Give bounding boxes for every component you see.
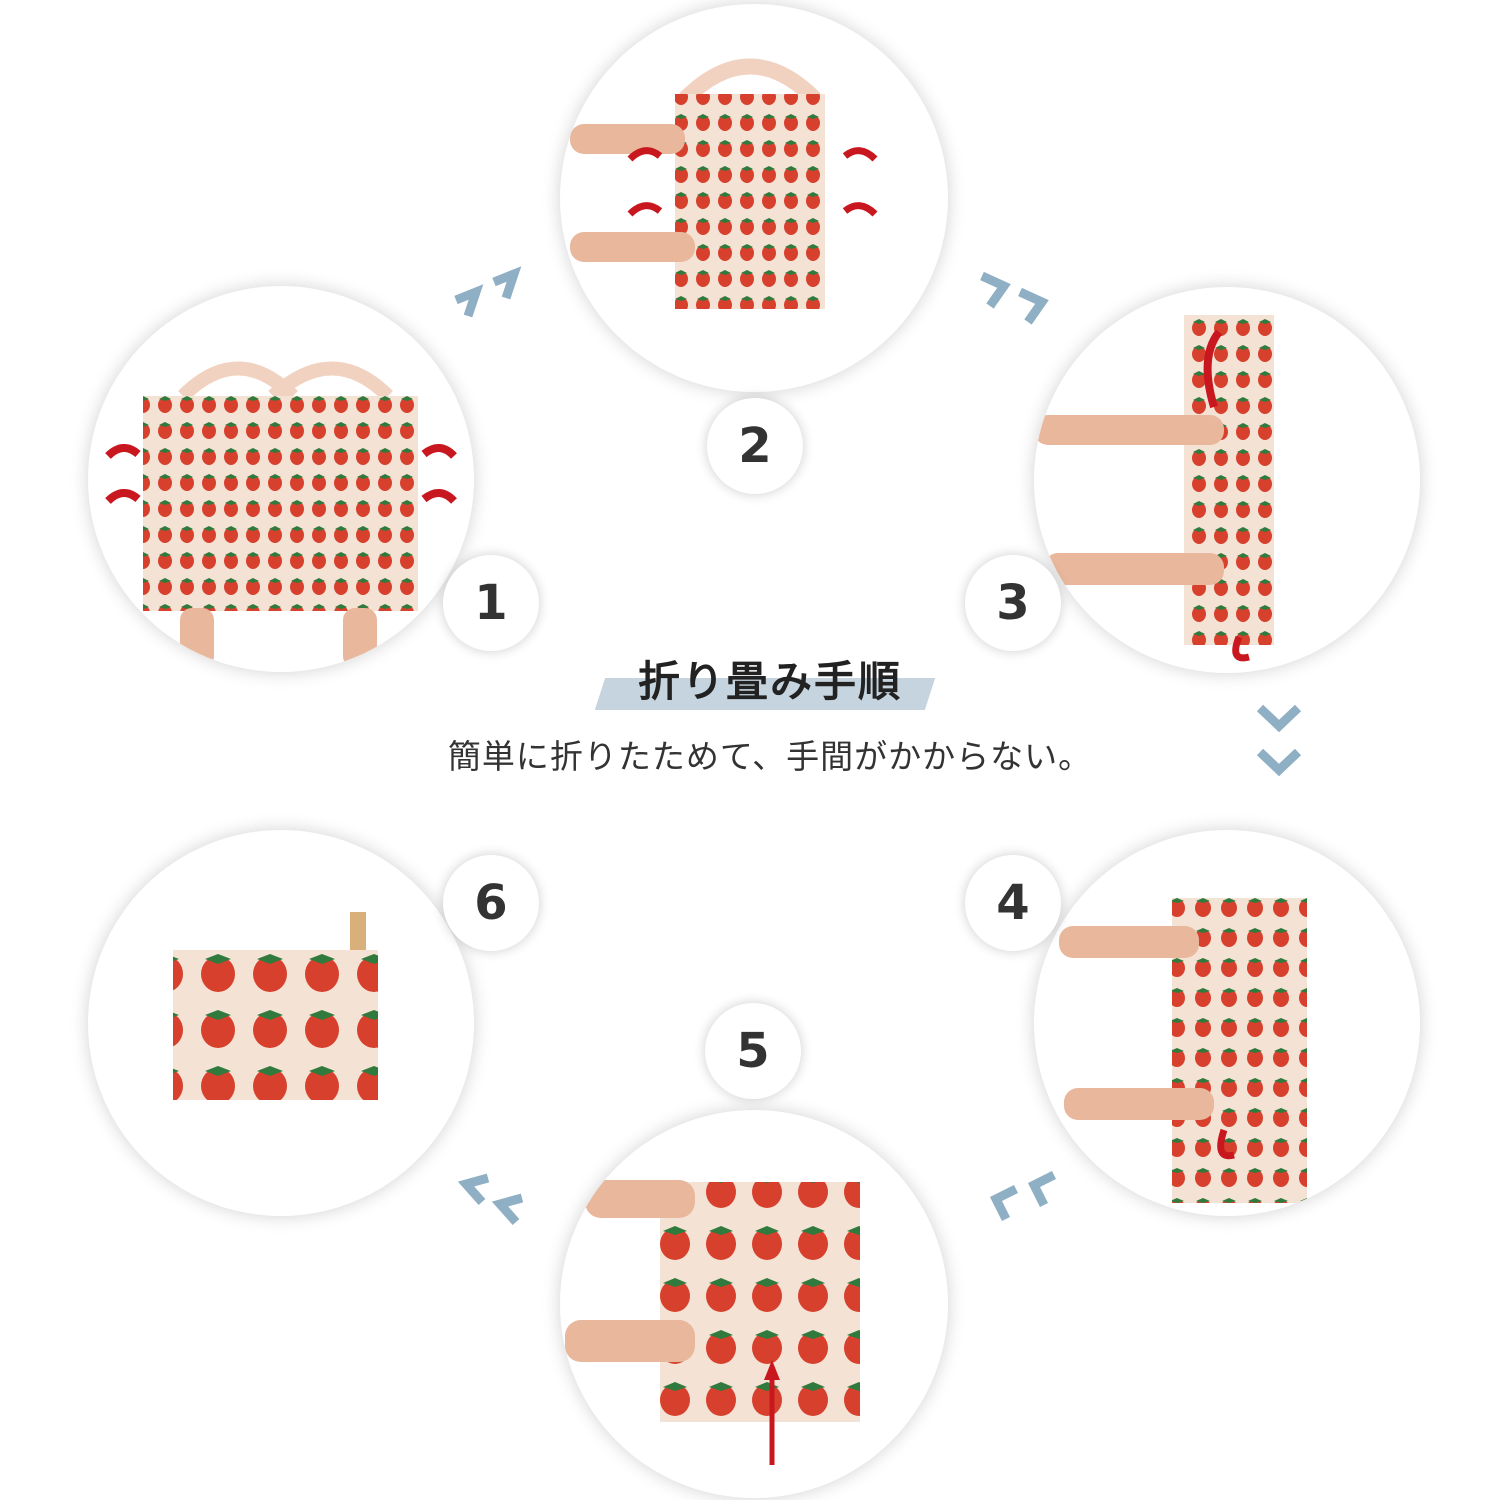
chevron-down-icon — [1254, 700, 1304, 786]
step-6-number: 6 — [443, 855, 539, 951]
bag-folded-lengthwise-image — [1034, 315, 1274, 662]
step-1-photo — [88, 286, 474, 672]
step-5-photo — [560, 1110, 948, 1498]
folded-pouch-image — [173, 912, 378, 1100]
page-title: 折り畳み手順 — [637, 657, 902, 706]
chevron-left-down-icon — [978, 1165, 1064, 1231]
step-1-number: 1 — [443, 555, 539, 651]
chevron-left-up-icon — [448, 1168, 534, 1234]
step-2-photo — [560, 4, 948, 392]
step-4-number: 4 — [965, 855, 1061, 951]
step-5-number: 5 — [705, 1003, 801, 1099]
step-2-number: 2 — [707, 398, 803, 494]
step-4-photo — [1034, 830, 1420, 1216]
step-3-number: 3 — [965, 555, 1061, 651]
heading: 折り畳み手順 — [594, 648, 940, 718]
step-6-photo — [88, 830, 474, 1216]
bag-folding-sides-image — [570, 58, 878, 309]
bag-rolling-into-pouch-image — [565, 1180, 860, 1465]
page-subtitle: 簡単に折りたためて、手間がかからない。 — [447, 737, 1093, 776]
chevron-right-up-icon — [448, 262, 534, 328]
bag-spread-open-image — [105, 361, 457, 668]
bag-folded-up-image — [1059, 898, 1307, 1203]
chevron-right-down-icon — [972, 262, 1062, 328]
step-3-photo — [1034, 287, 1420, 673]
